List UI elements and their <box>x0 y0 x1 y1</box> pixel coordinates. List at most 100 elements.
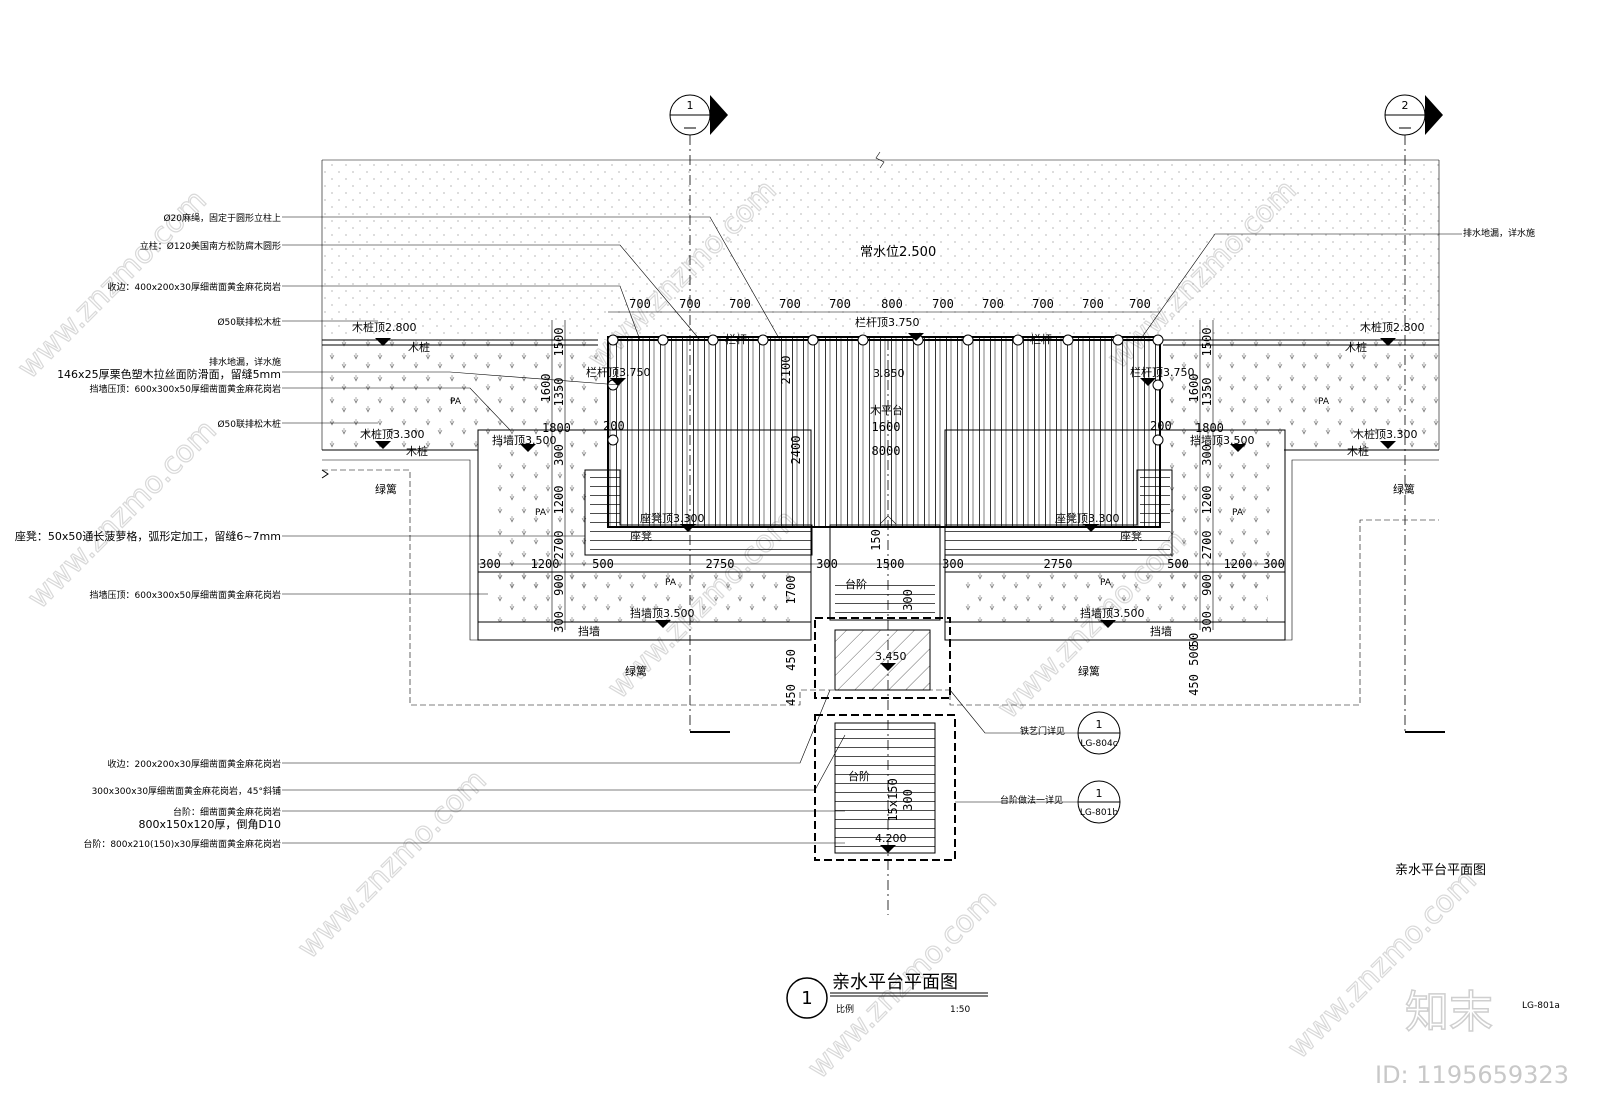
svg-text:立柱：Ø120美国南方松防腐木圆形: 立柱：Ø120美国南方松防腐木圆形 <box>140 240 281 252</box>
dim-top-9: 700 <box>1082 297 1104 311</box>
dimension-bottom-row: 300 1200 500 2750 300 1500 300 2750 500 … <box>478 557 1285 604</box>
svg-text:挡墙压顶：600x300x50厚细凿面黄金麻花岗岩: 挡墙压顶：600x300x50厚细凿面黄金麻花岗岩 <box>90 383 281 395</box>
dim-500-right: 500 <box>1187 644 1201 666</box>
dim-right-5: 2700 <box>1200 531 1214 560</box>
svg-text:1200: 1200 <box>1224 557 1253 571</box>
label-wall-top-left: 挡墙顶3.500 <box>492 433 557 447</box>
dim-left-0: 1500 <box>552 328 566 357</box>
svg-text:1700: 1700 <box>784 576 798 605</box>
dim-right-0: 1500 <box>1200 328 1214 357</box>
label-steps-upper: 台阶 <box>845 577 867 591</box>
label-seat-top-right: 座凳顶3.300 <box>1055 511 1120 525</box>
svg-text:500: 500 <box>592 557 614 571</box>
drawing-title: 亲水平台平面图 <box>832 972 958 993</box>
label-wall-top-right: 挡墙顶3.500 <box>1190 433 1255 447</box>
dim-left-7: 300 <box>552 611 566 633</box>
dim-right-6: 900 <box>1200 574 1214 596</box>
dim-left-5: 2700 <box>552 531 566 560</box>
label-pile-330-right: 木桩顶3.300 <box>1353 427 1418 441</box>
dim-2400: 2400 <box>789 436 803 465</box>
svg-text:1200: 1200 <box>531 557 560 571</box>
dim-300-upper: 300 <box>901 589 915 611</box>
dim-200-left: 200 <box>603 419 625 433</box>
svg-text:300x300x30厚细凿面黄金麻花岗岩，45°斜铺: 300x300x30厚细凿面黄金麻花岗岩，45°斜铺 <box>92 785 281 797</box>
dim-2100: 2100 <box>779 356 793 385</box>
dim-top-1: 700 <box>679 297 701 311</box>
dim-left-1: 1600 <box>539 374 553 403</box>
label-platform: 木平台 <box>870 403 903 417</box>
dim-300-lower: 300 <box>901 789 915 811</box>
stair-count: 15x150 <box>886 778 900 821</box>
dim-top-0: 700 <box>629 297 651 311</box>
side-title: 亲水平台平面图 <box>1395 863 1486 878</box>
dim-top-7: 700 <box>982 297 1004 311</box>
dim-top-8: 700 <box>1032 297 1054 311</box>
svg-text:LG-801b: LG-801b <box>1080 808 1118 818</box>
svg-text:Ø50联排松木桩: Ø50联排松木桩 <box>217 316 281 328</box>
sheet-number: LG-801a <box>1522 1001 1560 1011</box>
label-railing-top-center: 栏杆顶3.750 <box>855 315 920 329</box>
svg-text:收边：200x200x30厚细凿面黄金麻花岗岩: 收边：200x200x30厚细凿面黄金麻花岗岩 <box>108 758 281 770</box>
label-pa-6: PA <box>1100 578 1112 588</box>
svg-text:2750: 2750 <box>706 557 735 571</box>
svg-text:Ø50联排松木桩: Ø50联排松木桩 <box>217 418 281 430</box>
railing-posts <box>607 334 1164 446</box>
dim-1600: 1600 <box>872 420 901 434</box>
svg-text:300: 300 <box>816 557 838 571</box>
title-number: 1 <box>801 988 812 1009</box>
svg-text:座凳：50x50通长菠萝格，弧形定加工，留缝6~7mm: 座凳：50x50通长菠萝格，弧形定加工，留缝6~7mm <box>15 529 281 543</box>
label-seat-top-left: 座凳顶3.300 <box>640 511 705 525</box>
label-landing-elev: 3.450 <box>875 650 907 663</box>
dim-450-right: 450 <box>1187 674 1201 696</box>
svg-text:LG-804c: LG-804c <box>1080 739 1117 749</box>
drawing-title-block: 1 亲水平台平面图 比例 1:50 <box>786 972 988 1019</box>
label-green-2: 绿篱 <box>1393 482 1415 496</box>
label-pile-top-right: 木桩顶2.800 <box>1360 320 1425 334</box>
svg-text:500: 500 <box>1167 557 1189 571</box>
svg-text:1: 1 <box>1096 787 1103 800</box>
dim-left-3: 300 <box>552 444 566 466</box>
dim-left-4: 1200 <box>552 486 566 515</box>
svg-text:300: 300 <box>1263 557 1285 571</box>
dim-450-top: 450 <box>784 649 798 671</box>
label-seat-left: 座凳 <box>630 529 652 543</box>
left-notes: Ø20麻绳，固定于圆形立柱上 立柱：Ø120美国南方松防腐木圆形 收边：400x… <box>15 212 846 850</box>
label-pa-1: PA <box>450 397 462 407</box>
id-text: ID: 1195659323 <box>1375 1061 1569 1089</box>
section-marker-2: 2 <box>1384 94 1443 136</box>
label-pile-right: 木桩 <box>1345 340 1367 354</box>
svg-text:1: 1 <box>1096 718 1103 731</box>
section-marker-1: 1 <box>669 94 728 136</box>
dim-right-3: 300 <box>1200 444 1214 466</box>
water-area <box>322 160 1439 340</box>
elevation-markers <box>375 333 1396 853</box>
label-bottom-elev: 4.200 <box>875 832 907 845</box>
dim-450-bottom: 450 <box>784 684 798 706</box>
dim-right-7: 300 <box>1200 611 1214 633</box>
label-pa-2: PA <box>1318 397 1330 407</box>
section-marker-1-label: 1 <box>687 99 694 112</box>
label-green-1: 绿篱 <box>375 482 397 496</box>
dim-right-2: 1350 <box>1200 378 1214 407</box>
svg-text:300: 300 <box>942 557 964 571</box>
svg-text:台阶做法一详见: 台阶做法一详见 <box>1000 794 1063 806</box>
label-pile-top-left: 木桩顶2.800 <box>352 320 417 334</box>
label-green-3: 绿篱 <box>625 664 647 678</box>
svg-text:收边：400x200x30厚细凿面黄金麻花岗岩: 收边：400x200x30厚细凿面黄金麻花岗岩 <box>108 281 281 293</box>
dimension-top-row: 700 700 700 700 700 800 700 700 700 700 … <box>608 297 1160 313</box>
dim-top-4: 700 <box>829 297 851 311</box>
dim-1800-left: 1800 <box>542 421 571 435</box>
dim-200-right: 200 <box>1150 419 1172 433</box>
label-pile-330-left: 木桩顶3.300 <box>360 427 425 441</box>
dim-8000: 8000 <box>872 444 901 458</box>
label-wall-right: 挡墙 <box>1150 624 1172 638</box>
scale-value: 1:50 <box>950 1005 970 1015</box>
dim-right-4: 1200 <box>1200 486 1214 515</box>
dim-top-5: 800 <box>881 297 903 311</box>
label-railing-left: 栏杆 <box>725 332 747 346</box>
dim-50-right: 50 <box>1187 633 1201 647</box>
label-railing-right: 栏杆 <box>1030 332 1052 346</box>
dimension-left-vertical: 1500 1600 1350 300 1200 2700 900 300 <box>539 320 566 633</box>
svg-text:排水地漏，详水施: 排水地漏，详水施 <box>209 356 281 368</box>
label-railing-top-left: 栏杆顶3.750 <box>586 365 651 379</box>
